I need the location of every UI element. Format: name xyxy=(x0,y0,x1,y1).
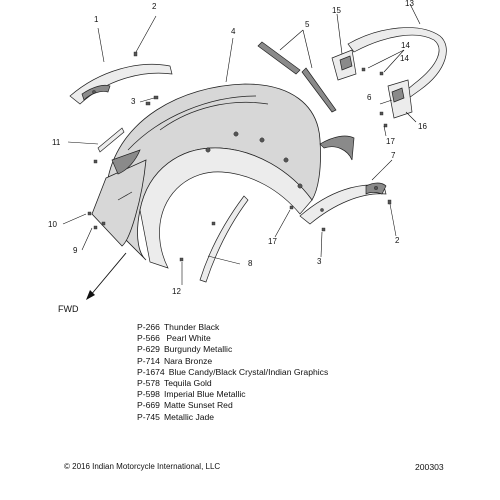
paint-code: P-745 xyxy=(137,411,160,422)
callout-1: 1 xyxy=(94,15,99,24)
paint-code: P-598 xyxy=(137,389,160,400)
paint-name: Thunder Black xyxy=(163,322,220,332)
paint-name: Pearl White xyxy=(163,333,211,344)
callout-2-lower: 2 xyxy=(395,236,400,245)
callout-5: 5 xyxy=(305,20,310,29)
callout-3-lower: 3 xyxy=(317,257,322,266)
trim-strip-part-11 xyxy=(97,127,125,153)
paint-code: P-1674 xyxy=(137,366,165,377)
callout-7: 7 xyxy=(391,151,396,160)
callout-3: 3 xyxy=(131,97,136,106)
side-trim-part-6 xyxy=(319,135,355,161)
callout-labels: 1 2 3 4 5 6 7 8 9 10 11 12 13 14 15 16 1… xyxy=(48,0,427,296)
paint-name: Nara Bronze xyxy=(163,355,213,366)
paint-name: Matte Sunset Red xyxy=(163,400,233,411)
paint-code: P-578 xyxy=(137,378,160,389)
callout-6: 6 xyxy=(367,93,372,102)
paint-name: Imperial Blue Metallic xyxy=(163,389,246,400)
fender-side-panel xyxy=(91,149,147,247)
callout-17-lower: 17 xyxy=(268,237,277,246)
callout-8: 8 xyxy=(248,259,253,268)
callout-14-lower: 14 xyxy=(400,54,409,63)
callout-12: 12 xyxy=(172,287,181,296)
bracket-part-15 xyxy=(331,49,357,81)
copyright-notice: © 2016 Indian Motorcycle International, … xyxy=(64,462,221,471)
paint-name: Blue Candy/Black Crystal/Indian Graphics xyxy=(168,366,329,377)
callout-14: 14 xyxy=(401,41,410,50)
callout-17: 17 xyxy=(386,137,395,146)
paint-name: Metallic Jade xyxy=(163,411,215,422)
bracket-part-16 xyxy=(387,79,413,119)
diagram-reference-number: 200303 xyxy=(415,462,444,472)
callout-13: 13 xyxy=(405,0,414,8)
callout-9: 9 xyxy=(73,246,78,255)
callout-15: 15 xyxy=(332,6,341,15)
paint-code: P-566 xyxy=(137,333,160,344)
paint-name: Tequila Gold xyxy=(163,378,212,389)
paint-name: Burgundy Metallic xyxy=(163,344,233,355)
callout-10: 10 xyxy=(48,220,57,229)
callout-16: 16 xyxy=(418,122,427,131)
fender-lower-strip-part-8 xyxy=(199,195,249,283)
paint-code-row: P-566 Pearl White xyxy=(137,333,397,344)
fender-trim-part-1 xyxy=(69,63,173,105)
paint-code: P-714 xyxy=(137,355,160,366)
forward-label: FWD xyxy=(58,304,79,314)
forward-direction-arrow: FWD xyxy=(58,252,127,314)
paint-code: P-629 xyxy=(137,344,160,355)
paint-code: P-266 xyxy=(137,322,160,332)
rear-fender-part-4 xyxy=(107,83,321,269)
callout-11: 11 xyxy=(52,138,61,147)
callout-2: 2 xyxy=(152,2,157,11)
fender-tip-trim-part-7 xyxy=(299,182,387,225)
fasteners xyxy=(87,51,392,262)
leader-lines xyxy=(62,3,421,285)
paint-code: P-669 xyxy=(137,400,160,411)
callout-4: 4 xyxy=(231,27,236,36)
trim-strips-part-5 xyxy=(257,41,337,113)
